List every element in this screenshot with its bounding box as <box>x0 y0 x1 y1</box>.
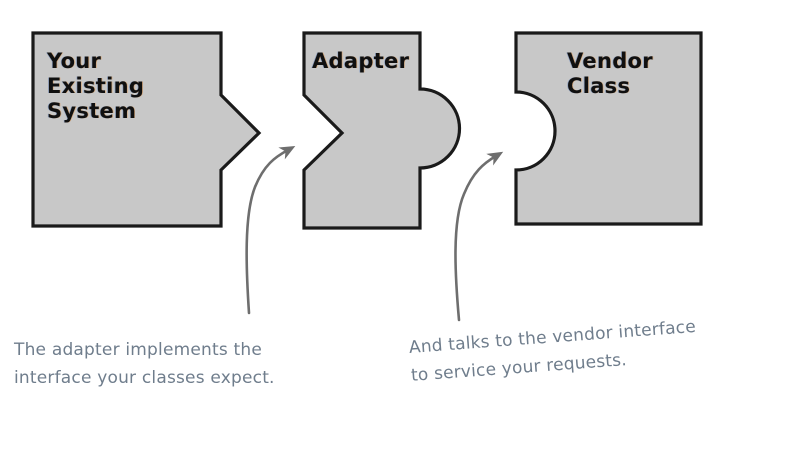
caption-adapter-implements: The adapter implements the interface you… <box>14 340 275 388</box>
box-label-vendor-class: Vendor Class <box>567 49 653 98</box>
shape-vendor-class <box>514 31 703 226</box>
arrow-to-adapter <box>245 146 296 315</box>
box-label-adapter: Adapter <box>312 49 410 73</box>
box-label-existing-system: Your Existing System <box>47 49 145 123</box>
arrow-to-vendor-class <box>454 151 504 322</box>
shape-existing-system <box>31 31 262 228</box>
shape-adapter <box>302 31 462 230</box>
